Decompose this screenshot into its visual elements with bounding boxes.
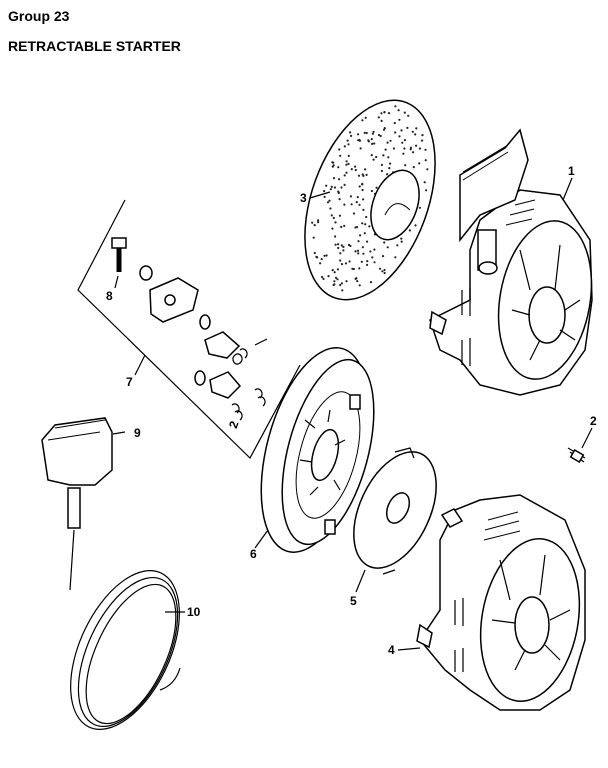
- callout-2: 2: [590, 414, 597, 428]
- callout-7: 7: [126, 375, 133, 389]
- callout-8: 8: [106, 289, 113, 303]
- callout-3: 3: [300, 191, 307, 205]
- part-10-rope: [48, 530, 201, 746]
- part-4-housing: [417, 495, 592, 710]
- callout-6: 6: [250, 547, 257, 561]
- part-2-screw: [568, 448, 585, 462]
- callout-5: 5: [350, 594, 357, 608]
- part-1-housing: [430, 130, 603, 395]
- callout-2-spring: 2: [226, 419, 242, 430]
- part-8-bolt: [112, 238, 152, 280]
- callout-1: 1: [568, 164, 575, 178]
- callout-10: 10: [187, 605, 201, 619]
- part-9-handle: [42, 418, 112, 528]
- callout-4: 4: [388, 643, 395, 657]
- callout-9: 9: [134, 426, 141, 440]
- part-3-screen: [280, 82, 460, 317]
